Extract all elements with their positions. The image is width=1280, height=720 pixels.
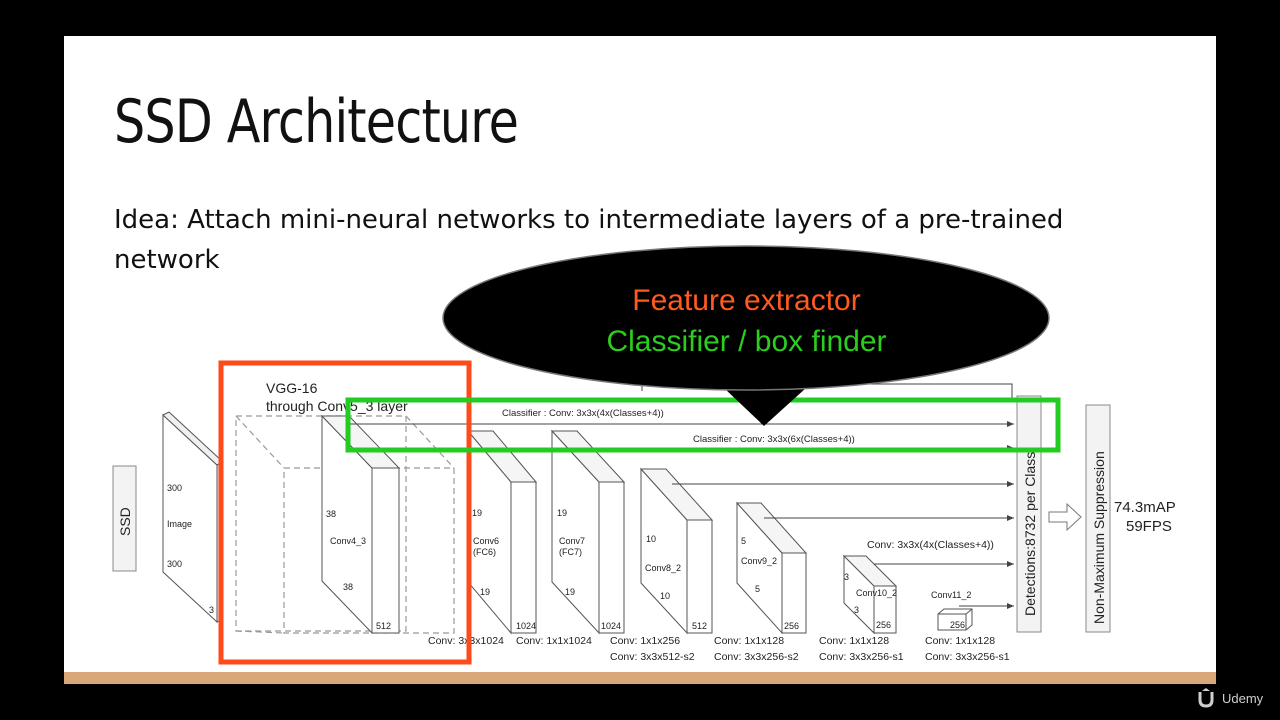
classifier-label-1: Classifier : Conv: 3x3x(4x(Classes+4)) [502, 408, 664, 419]
ssd-label: SSD [117, 507, 133, 536]
classifier-highlight [345, 397, 1061, 453]
detections-box: Detections:8732 per Class [1016, 395, 1042, 633]
conv10-2-top-label: 3 [844, 572, 849, 582]
classifier-label-3: Conv: 3x3x(4x(Classes+4)) [867, 539, 994, 551]
feature-extractor-highlight [218, 360, 472, 665]
nms-label: Non-Maximum Suppression [1091, 451, 1107, 624]
fps-result: 59FPS [1126, 518, 1172, 535]
ssd-label-box: SSD [112, 465, 137, 572]
callout-text: Feature extractor Classifier / box finde… [464, 280, 1029, 362]
slide-title: SSD Architecture [114, 87, 519, 157]
conv6-label: Conv6 [473, 536, 499, 546]
detections-label: Detections:8732 per Class [1022, 452, 1038, 616]
slide: SSD Architecture Idea: Attach mini-neura… [64, 36, 1216, 684]
hollow-arrow-icon [1048, 502, 1082, 532]
bottom-label-row2: Conv: 3x3x256-s1 [925, 651, 1010, 663]
conv8-2-bottom-label: 10 [660, 591, 670, 601]
conv7-sublabel: (FC7) [559, 547, 582, 557]
bottom-label-row2: Conv: 3x3x256-s1 [819, 651, 904, 663]
callout-classifier: Classifier / box finder [606, 325, 887, 358]
callout-feature-extractor: Feature extractor [632, 284, 861, 317]
callout-bubble [442, 245, 1050, 426]
conv10-2-depth-label: 256 [876, 620, 891, 630]
vgg-label-line1: VGG-16 [266, 380, 318, 396]
conv8-2-block: 10 Conv8_2 10 512 [639, 467, 714, 635]
nms-box: Non-Maximum Suppression [1085, 404, 1111, 633]
conv6-sublabel: (FC6) [473, 547, 496, 557]
classifier-label-2: Classifier : Conv: 3x3x(6x(Classes+4)) [693, 434, 855, 445]
bottom-label-row1: Conv: 1x1x128 [925, 635, 995, 647]
conv7-label: Conv7 [559, 536, 585, 546]
image-block: 300 Image 300 3 [162, 411, 224, 624]
ssd-architecture-diagram: SSD 300 Image 300 3 VGG-16 through Conv5… [112, 245, 1176, 665]
image-bottom-label: 300 [167, 559, 182, 569]
conv10-2-label: Conv10_2 [856, 588, 897, 598]
conv6-block: 19 Conv6 (FC6) 19 1024 [466, 429, 538, 635]
image-label: Image [167, 519, 192, 529]
conv8-2-label: Conv8_2 [645, 563, 681, 573]
conv4-3-block: 38 Conv4_3 38 512 [320, 414, 401, 635]
idea-text: Idea: Attach mini-neural networks to int… [114, 205, 1064, 275]
watermark-text: Udemy [1222, 690, 1264, 706]
conv8-2-depth-label: 512 [692, 621, 707, 631]
conv10-2-bottom-label: 3 [854, 605, 859, 615]
conv4-3-label: Conv4_3 [330, 536, 366, 546]
conv7-top-label: 19 [557, 508, 567, 518]
conv9-2-depth-label: 256 [784, 621, 799, 631]
bottom-label-row1: Conv: 3x3x1024 [428, 635, 504, 647]
conv4-3-bottom-label: 38 [343, 582, 353, 592]
conv7-depth-label: 1024 [601, 621, 621, 631]
bottom-label-row2: Conv: 3x3x256-s2 [714, 651, 799, 663]
map-result: 74.3mAP [1114, 499, 1176, 516]
conv7-block: 19 Conv7 (FC7) 19 1024 [550, 429, 626, 635]
slide-bottom-bar [64, 672, 1216, 684]
conv9-2-block: 5 Conv9_2 5 256 [735, 501, 808, 635]
conv6-bottom-label: 19 [480, 587, 490, 597]
conv6-depth-label: 1024 [516, 621, 536, 631]
conv7-bottom-label: 19 [565, 587, 575, 597]
conv6-top-label: 19 [472, 508, 482, 518]
conv4-3-depth-label: 512 [376, 621, 391, 631]
conv9-2-top-label: 5 [741, 536, 746, 546]
conv11-2-block: Conv11_2 256 [931, 590, 973, 631]
conv10-2-block: 3 Conv10_2 3 256 [842, 554, 898, 635]
bottom-label-row1: Conv: 1x1x128 [714, 635, 784, 647]
image-top-label: 300 [167, 483, 182, 493]
bottom-label-row1: Conv: 1x1x256 [610, 635, 680, 647]
bottom-conv-labels: Conv: 3x3x1024 Conv: 1x1x1024 Conv: 1x1x… [428, 635, 1010, 663]
conv9-2-label: Conv9_2 [741, 556, 777, 566]
bottom-label-row1: Conv: 1x1x1024 [516, 635, 592, 647]
conv8-2-top-label: 10 [646, 534, 656, 544]
conv4-3-top-label: 38 [326, 509, 336, 519]
udemy-watermark: Udemy [1196, 686, 1263, 710]
bottom-label-row1: Conv: 1x1x128 [819, 635, 889, 647]
conv9-2-bottom-label: 5 [755, 584, 760, 594]
conv11-2-depth-label: 256 [950, 620, 965, 630]
bottom-label-row2: Conv: 3x3x512-s2 [610, 651, 695, 663]
conv11-2-label: Conv11_2 [931, 590, 971, 600]
udemy-logo-icon [1198, 688, 1214, 708]
image-depth-label: 3 [209, 605, 214, 615]
